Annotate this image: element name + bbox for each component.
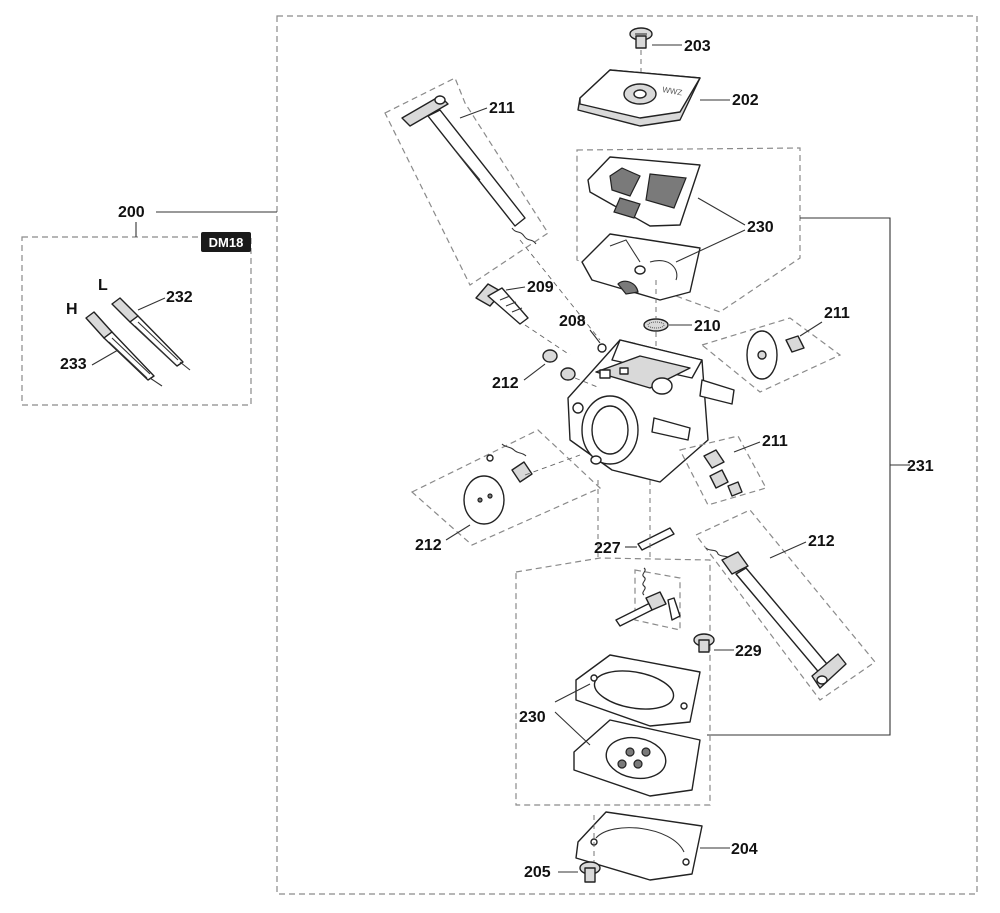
label-227: 227 [594, 540, 621, 557]
screen-210 [643, 318, 669, 332]
bushing-212-middle [542, 349, 576, 381]
label-204: 204 [731, 841, 758, 858]
label-212-right: 212 [808, 533, 835, 550]
label-232: 232 [166, 289, 193, 306]
pin-227 [637, 527, 675, 551]
needle-233 [85, 311, 163, 387]
needle-232 [111, 297, 191, 371]
inlet-needle-parts [615, 567, 681, 627]
ball-208 [597, 343, 607, 353]
label-200: 200 [118, 204, 145, 221]
label-211-right: 211 [824, 305, 850, 322]
label-230-bottom: 230 [519, 709, 546, 726]
throttle-shaft-211 [401, 95, 537, 245]
dm18-badge-text: DM18 [209, 235, 244, 250]
levers-211 [703, 449, 743, 497]
screw-209 [475, 283, 529, 325]
label-212-middle: 212 [492, 375, 519, 392]
diaphragm-230-bottom [573, 719, 701, 797]
choke-shaft-212 [705, 547, 847, 689]
lower-assembly-box [515, 557, 711, 806]
screw-205 [579, 861, 601, 883]
label-209: 209 [527, 279, 554, 296]
gasket-230-top [587, 156, 701, 227]
gasket-230-bottom [575, 654, 701, 727]
carburetor-body [567, 339, 735, 483]
label-212-left: 212 [415, 537, 442, 554]
throttle-plate-211 [746, 330, 805, 380]
label-230-top: 230 [747, 219, 774, 236]
needle-valve-box [634, 569, 681, 631]
plate-box-211-right [700, 317, 842, 393]
label-231: 231 [907, 458, 934, 475]
cover-202: WWZ [577, 69, 701, 127]
svg-text:WWZ: WWZ [662, 85, 683, 97]
choke-box-212-left [410, 429, 602, 546]
shaft-box-211-top [384, 77, 549, 286]
gasket-box-top [576, 147, 801, 313]
screw-203 [629, 27, 653, 49]
label-205: 205 [524, 864, 551, 881]
choke-plate-212 [463, 443, 533, 525]
label-210: 210 [694, 318, 721, 335]
label-202: 202 [732, 92, 759, 109]
shaft-box-212-right [695, 509, 876, 701]
screw-229 [693, 633, 715, 653]
pump-cover-204 [575, 811, 703, 881]
label-211-top: 211 [489, 100, 515, 117]
label-L: L [98, 277, 108, 294]
label-233: 233 [60, 356, 87, 373]
main-assembly-frame [276, 15, 978, 895]
label-229: 229 [735, 643, 762, 660]
label-203: 203 [684, 38, 711, 55]
label-208: 208 [559, 313, 586, 330]
diaphragm-230-top [581, 233, 701, 301]
label-H: H [66, 301, 78, 318]
dm18-badge: DM18 [201, 232, 251, 252]
label-211-lower: 211 [762, 433, 788, 450]
